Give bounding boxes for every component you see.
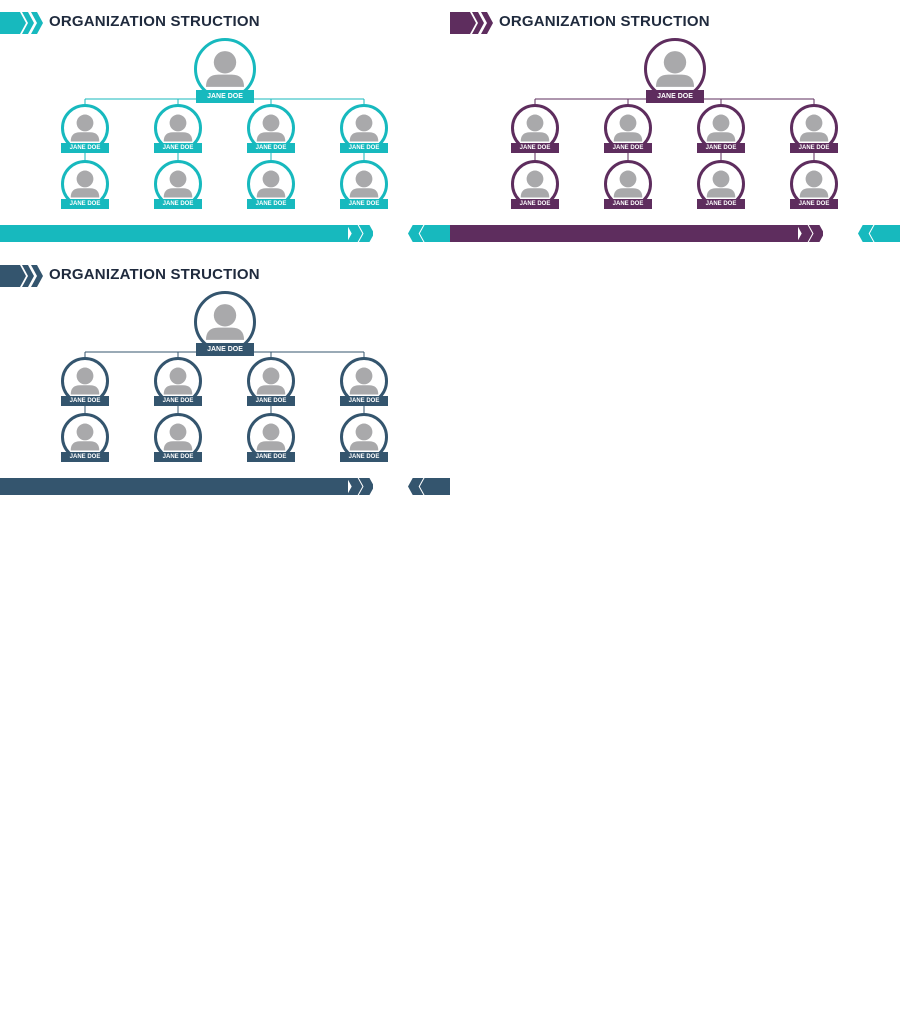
bottom-bar xyxy=(0,225,348,242)
top-name-tag: JANE DOE xyxy=(196,90,254,103)
person-placeholder-icon xyxy=(349,170,379,198)
org-chart-slide: ORGANIZATION STRUCTION JANE DOE JANE DOE JA… xyxy=(450,0,900,253)
double-chevron-icon xyxy=(797,225,823,242)
person-placeholder-icon xyxy=(163,170,193,198)
top-name-tag: JANE DOE xyxy=(646,90,704,103)
person-name-tag: JANE DOE xyxy=(61,143,109,153)
top-name-tag: JANE DOE xyxy=(196,343,254,356)
right-edge-bar xyxy=(878,225,900,242)
person-placeholder-icon xyxy=(520,170,550,198)
header-chevron-icon xyxy=(0,265,43,287)
person-name-tag: JANE DOE xyxy=(247,396,295,406)
person-name-tag: JANE DOE xyxy=(340,199,388,209)
person-name-tag: JANE DOE xyxy=(604,143,652,153)
person-placeholder-icon xyxy=(613,170,643,198)
person-placeholder-icon xyxy=(163,114,193,142)
person-name-tag: JANE DOE xyxy=(511,199,559,209)
double-chevron-icon xyxy=(347,225,373,242)
person-name-tag: JANE DOE xyxy=(790,143,838,153)
right-edge-bar xyxy=(428,478,450,495)
person-placeholder-icon xyxy=(70,170,100,198)
person-placeholder-icon xyxy=(706,170,736,198)
person-placeholder-icon xyxy=(349,114,379,142)
person-placeholder-icon xyxy=(799,170,829,198)
person-placeholder-icon xyxy=(163,423,193,451)
person-name-tag: JANE DOE xyxy=(790,199,838,209)
person-name-tag: JANE DOE xyxy=(340,452,388,462)
bottom-bar xyxy=(450,225,798,242)
bottom-bar xyxy=(0,478,348,495)
person-placeholder-icon xyxy=(349,367,379,395)
person-name-tag: JANE DOE xyxy=(154,199,202,209)
person-placeholder-icon xyxy=(205,51,245,87)
person-name-tag: JANE DOE xyxy=(61,452,109,462)
person-name-tag: JANE DOE xyxy=(61,199,109,209)
person-placeholder-icon xyxy=(70,114,100,142)
person-placeholder-icon xyxy=(256,367,286,395)
slide-title: ORGANIZATION STRUCTION xyxy=(49,13,260,30)
person-placeholder-icon xyxy=(706,114,736,142)
top-person-node xyxy=(194,38,256,100)
slide-title: ORGANIZATION STRUCTION xyxy=(49,266,260,283)
header-chevron-icon xyxy=(0,12,43,34)
double-chevron-icon xyxy=(347,478,373,495)
person-placeholder-icon xyxy=(256,423,286,451)
person-name-tag: JANE DOE xyxy=(247,199,295,209)
person-name-tag: JANE DOE xyxy=(247,143,295,153)
person-placeholder-icon xyxy=(256,114,286,142)
right-edge-bar xyxy=(428,225,450,242)
person-name-tag: JANE DOE xyxy=(604,199,652,209)
person-placeholder-icon xyxy=(799,114,829,142)
person-placeholder-icon xyxy=(163,367,193,395)
person-name-tag: JANE DOE xyxy=(340,396,388,406)
org-chart-slide: ORGANIZATION STRUCTION JANE DOE JANE DOE JA… xyxy=(0,0,450,253)
person-name-tag: JANE DOE xyxy=(61,396,109,406)
person-name-tag: JANE DOE xyxy=(154,396,202,406)
org-chart-slide: ORGANIZATION STRUCTION JANE DOE JANE DOE JA… xyxy=(0,253,450,506)
person-placeholder-icon xyxy=(613,114,643,142)
person-name-tag: JANE DOE xyxy=(154,143,202,153)
person-placeholder-icon xyxy=(205,304,245,340)
person-placeholder-icon xyxy=(70,367,100,395)
person-name-tag: JANE DOE xyxy=(154,452,202,462)
header-chevron-icon xyxy=(450,12,493,34)
person-name-tag: JANE DOE xyxy=(247,452,295,462)
person-placeholder-icon xyxy=(655,51,695,87)
person-name-tag: JANE DOE xyxy=(697,143,745,153)
person-placeholder-icon xyxy=(520,114,550,142)
person-placeholder-icon xyxy=(256,170,286,198)
person-name-tag: JANE DOE xyxy=(697,199,745,209)
person-placeholder-icon xyxy=(70,423,100,451)
person-name-tag: JANE DOE xyxy=(511,143,559,153)
person-name-tag: JANE DOE xyxy=(340,143,388,153)
person-placeholder-icon xyxy=(349,423,379,451)
slide-title: ORGANIZATION STRUCTION xyxy=(499,13,710,30)
